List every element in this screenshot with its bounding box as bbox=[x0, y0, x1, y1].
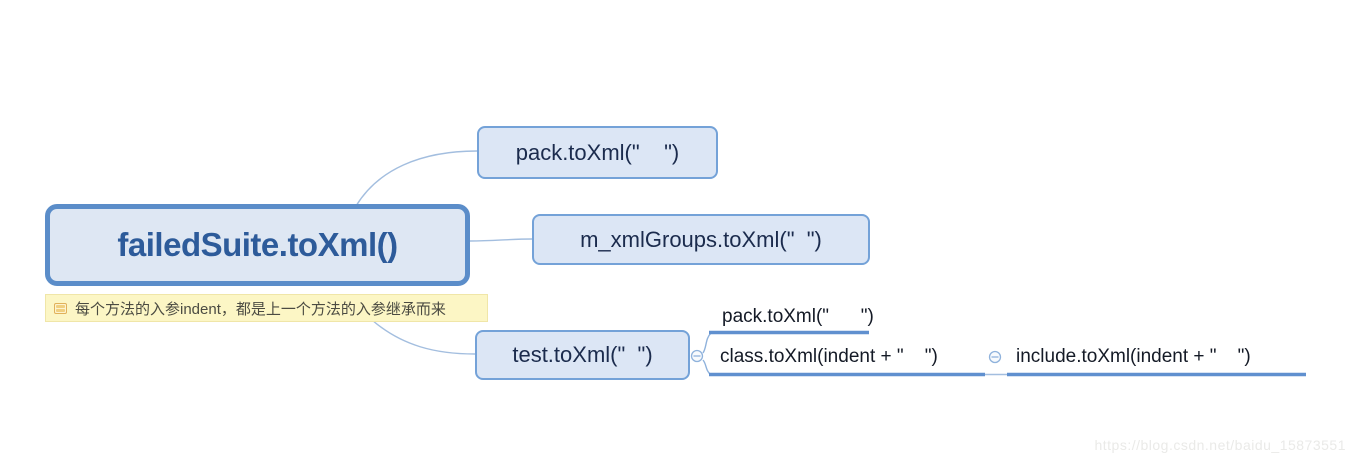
notes-icon bbox=[54, 302, 67, 314]
topic-pack-toxml[interactable]: pack.toXml(" ") bbox=[477, 126, 718, 179]
note-text: 每个方法的入参indent，都是上一个方法的入参继承而来 bbox=[75, 300, 446, 318]
collapse-toggle-test[interactable] bbox=[690, 349, 704, 363]
collapse-toggle-class[interactable] bbox=[988, 350, 1002, 364]
topic-class-toxml[interactable]: class.toXml(indent + " ") bbox=[720, 346, 938, 367]
topic-m-xmlgroups-toxml[interactable]: m_xmlGroups.toXml(" ") bbox=[532, 214, 870, 265]
branch-root-to-test bbox=[371, 319, 476, 355]
branch-root-to-pack bbox=[355, 150, 478, 207]
watermark: https://blog.csdn.net/baidu_15873551 bbox=[1094, 437, 1346, 453]
branch-test-to-pack-sub bbox=[702, 332, 712, 354]
topic-include-toxml[interactable]: include.toXml(indent + " ") bbox=[1016, 346, 1251, 367]
note-bar[interactable]: 每个方法的入参indent，都是上一个方法的入参继承而来 bbox=[45, 294, 488, 322]
root-topic-failedsuite-toxml[interactable]: failedSuite.toXml() bbox=[45, 204, 470, 286]
branch-root-to-mxmlgroups bbox=[469, 238, 533, 242]
topic-pack-toxml-sub[interactable]: pack.toXml(" ") bbox=[722, 306, 874, 327]
topic-test-toxml[interactable]: test.toXml(" ") bbox=[475, 330, 690, 380]
